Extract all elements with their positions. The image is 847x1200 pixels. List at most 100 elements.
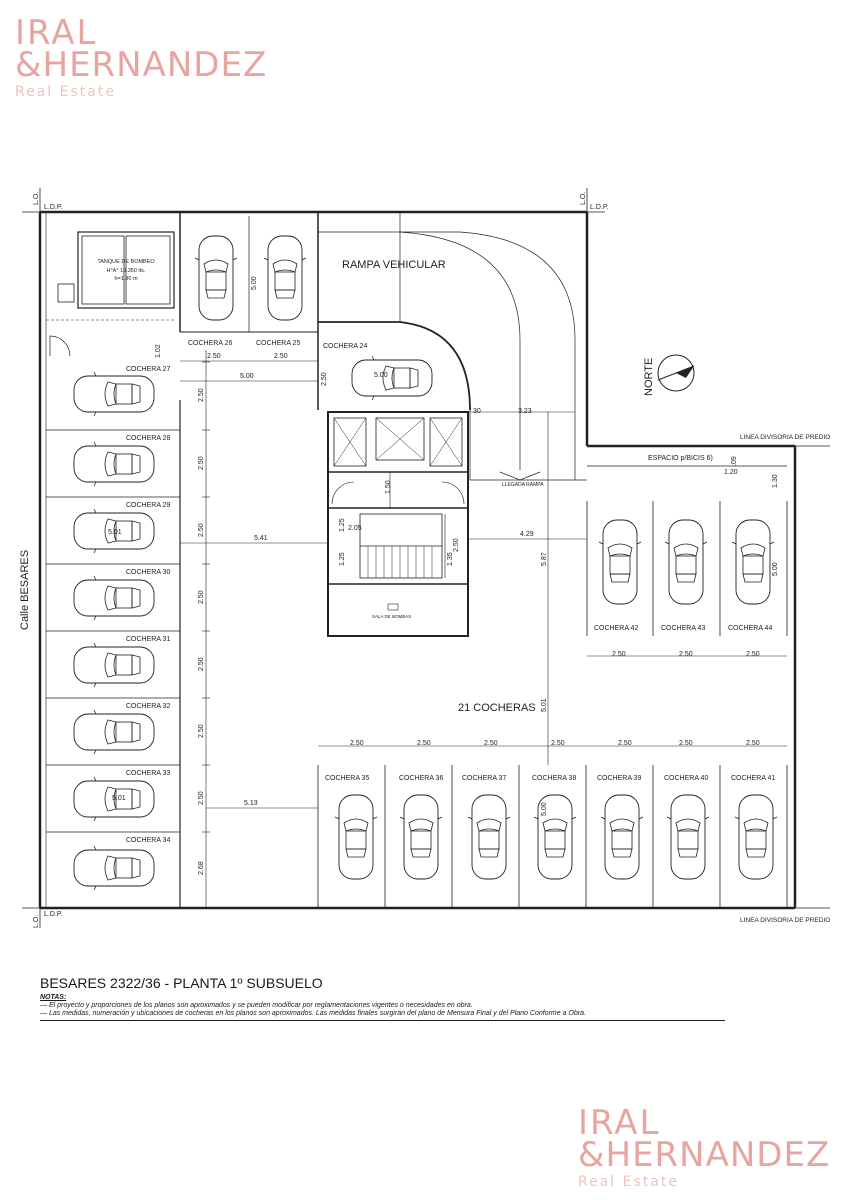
tank-label-3: h=1.90 m [114, 276, 138, 282]
dim-429: 4.29 [520, 531, 534, 538]
north-arrow [657, 354, 695, 392]
dim-501-vertical: 5.01 [541, 698, 548, 712]
dim-bottom-250-d: 2.50 [551, 740, 565, 747]
dim-bottom-250-e: 2.50 [618, 740, 632, 747]
label-cochera-38: COCHERA 38 [532, 775, 576, 782]
dim-bottom-250-c: 2.50 [484, 740, 498, 747]
dim-left-250-g: 2.50 [198, 791, 205, 805]
outer-walls [38, 210, 797, 910]
dim-cochera-38-depth: 5.00 [541, 802, 548, 816]
car-cochera-24 [351, 355, 433, 401]
dim-top-250-a: 2.50 [207, 353, 221, 360]
lo-label-top-right: L.O. [580, 192, 587, 205]
notes-heading: NOTAS: [40, 994, 67, 1001]
dim-top-500: 5.00 [240, 373, 254, 380]
ldp-label-bottom-left: L.D.P. [44, 911, 63, 918]
car-cochera-35 [334, 794, 378, 880]
brand-logo-bottom-line1: IRAL [578, 1103, 661, 1143]
label-cochera-27: COCHERA 27 [126, 366, 170, 373]
dim-left-102: 1.02 [155, 344, 162, 358]
label-cochera-36: COCHERA 36 [399, 775, 443, 782]
car-cochera-43 [664, 519, 708, 605]
label-cochera-28: COCHERA 28 [126, 435, 170, 442]
ramp-label: RAMPA VEHICULAR [342, 259, 446, 271]
dim-core-135: 1.35 [447, 552, 454, 566]
linea-divisoria-label-bottom: LINEA DIVISORIA DE PREDIO [740, 917, 830, 924]
dim-left-250-a: 2.50 [198, 388, 205, 402]
brand-logo-line2: &HERNANDEZ [15, 45, 268, 85]
brand-logo-bottom: IRAL &HERNANDEZ Real Estate [578, 1106, 830, 1189]
dim-left-250-f: 2.50 [198, 724, 205, 738]
car-cochera-28 [73, 441, 155, 487]
label-cochera-31: COCHERA 31 [126, 636, 170, 643]
dim-bottom-250-b: 2.50 [417, 740, 431, 747]
car-cochera-39 [600, 794, 644, 880]
label-cochera-37: COCHERA 37 [462, 775, 506, 782]
total-spots-label: 21 COCHERAS [458, 702, 536, 714]
car-cochera-44 [731, 519, 775, 605]
car-cochera-31 [73, 642, 155, 688]
dim-core-150: 1.50 [385, 480, 392, 494]
plan-caption: BESARES 2322/36 - PLANTA 1º SUBSUELO NOT… [40, 975, 730, 1021]
dim-left-250-c: 2.50 [198, 523, 205, 537]
lo-label-top-left: L.O. [33, 192, 40, 205]
label-cochera-25: COCHERA 25 [256, 340, 300, 347]
dim-top-250-c: 2.50 [321, 372, 328, 386]
dim-cochera-29-length: 5.01 [108, 529, 122, 536]
left-spot-dividers [46, 429, 180, 833]
caption-rule [40, 1020, 725, 1021]
brand-logo-bottom-line3: Real Estate [578, 1174, 679, 1190]
dim-cochera-33-length: 5.01 [112, 795, 126, 802]
dim-130: 1.30 [772, 474, 779, 488]
label-cochera-29: COCHERA 29 [126, 502, 170, 509]
pump-room-label: SALA DE BOMBAS [372, 614, 411, 619]
label-cochera-42: COCHERA 42 [594, 625, 638, 632]
dim-587: 5.87 [541, 552, 548, 566]
label-cochera-26: COCHERA 26 [188, 340, 232, 347]
vehicular-ramp [318, 212, 587, 481]
dim-core-205: 2.05 [348, 525, 362, 532]
dim-left-250-b: 2.50 [198, 456, 205, 470]
dim-09: .09 [731, 456, 738, 466]
label-cochera-34: COCHERA 34 [126, 837, 170, 844]
label-cochera-24: COCHERA 24 [323, 343, 367, 350]
dim-core-125-b: 1.25 [339, 552, 346, 566]
car-cochera-40 [666, 794, 710, 880]
car-cochera-34 [73, 845, 155, 891]
dim-core-250: 2.50 [453, 538, 460, 552]
dim-top-250-b: 2.50 [274, 353, 288, 360]
car-cochera-32 [73, 709, 155, 755]
car-cochera-37 [467, 794, 511, 880]
label-cochera-33: COCHERA 33 [126, 770, 170, 777]
brand-logo-line3: Real Estate [15, 84, 116, 100]
car-cochera-36 [399, 794, 443, 880]
arrival-ramp-label: LLEGADA RAMPA [502, 482, 544, 488]
label-cochera-43: COCHERA 43 [661, 625, 705, 632]
car-cochera-30 [73, 575, 155, 621]
dim-541: 5.41 [254, 535, 268, 542]
note-2: — Las medidas, numeración y ubicaciones … [40, 1010, 586, 1017]
dim-left-268: 2.68 [198, 861, 205, 875]
label-cochera-44: COCHERA 44 [728, 625, 772, 632]
tank-label-2: H°A° 19.350 lts. [107, 268, 146, 274]
dim-bottom-250-a: 2.50 [350, 740, 364, 747]
car-cochera-26 [194, 235, 238, 321]
label-cochera-40: COCHERA 40 [664, 775, 708, 782]
dim-513: 5.13 [244, 800, 258, 807]
bike-space-label: ESPACIO p/BICIS 6) [648, 455, 713, 462]
dim-left-250-d: 2.50 [198, 590, 205, 604]
note-1: — El proyecto y proporciones de los plan… [40, 1002, 473, 1009]
dim-bottom-250-g: 2.50 [746, 740, 760, 747]
dim-cochera-24-depth: 5.00 [374, 372, 388, 379]
dim-core-125-a: 1.25 [339, 518, 346, 532]
dim-30: 30 [473, 408, 481, 415]
dim-right-250-a: 2.50 [612, 651, 626, 658]
car-cochera-25 [263, 235, 307, 321]
tank-label-1: TANQUE DE BOMBEO [97, 259, 155, 265]
property-lines [22, 188, 830, 928]
dim-right-250-c: 2.50 [746, 651, 760, 658]
label-cochera-30: COCHERA 30 [126, 569, 170, 576]
lo-label-bottom-left: L.O. [33, 915, 40, 928]
dim-cochera-44-depth: 5.00 [772, 562, 779, 576]
plan-title: BESARES 2322/36 - PLANTA 1º SUBSUELO [40, 975, 323, 991]
